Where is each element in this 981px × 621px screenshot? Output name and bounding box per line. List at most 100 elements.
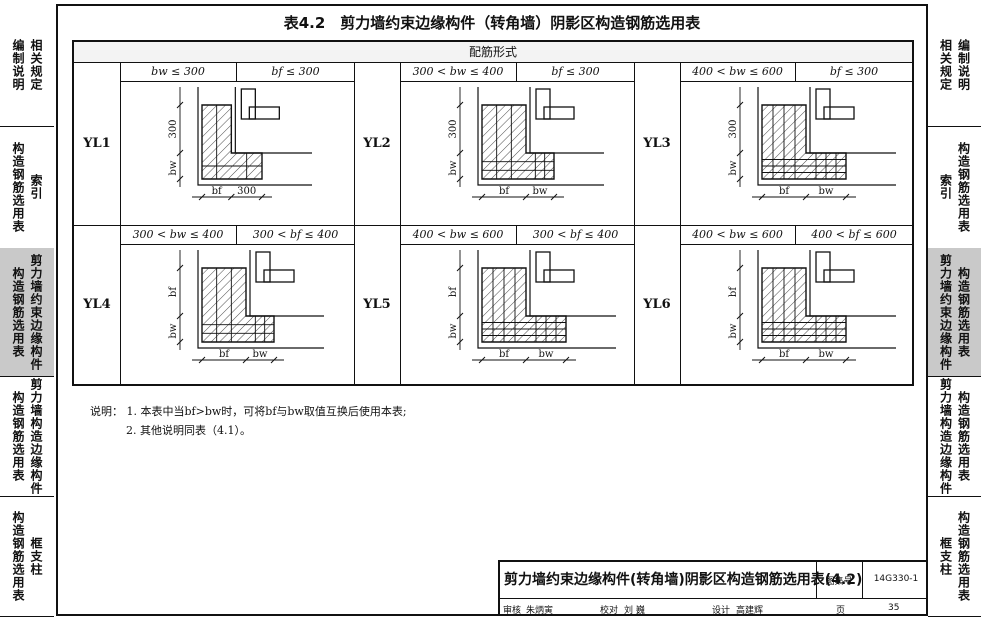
- dimension-tick: [456, 338, 464, 346]
- tie-detail: [823, 269, 855, 283]
- bw-condition: 400 < bw ≤ 600: [400, 225, 517, 245]
- dimension-tick: [176, 264, 184, 272]
- dimension-tick: [176, 338, 184, 346]
- bf-condition: bf ≤ 300: [517, 62, 634, 82]
- right-nav-tab-text: 剪力墙约束边缘构件: [938, 253, 953, 371]
- table-divider: [74, 225, 912, 226]
- left-nav-tab-text: 编制说明: [11, 39, 25, 91]
- dimension-label: bw: [819, 349, 834, 360]
- reviewer-name: 朱炳寅: [526, 606, 554, 616]
- table-divider: [120, 62, 121, 384]
- right-nav-tab-text: 构造钢筋选用表: [956, 141, 971, 233]
- left-nav-tab-5[interactable]: 构造钢筋选用表框支柱: [0, 496, 54, 617]
- dimension-tick: [736, 312, 744, 320]
- dimension-tick: [176, 175, 184, 183]
- tie-detail: [815, 251, 831, 283]
- tie-detail: [240, 88, 256, 120]
- left-nav-tab-3[interactable]: 构造钢筋选用表剪力墙约束边缘构件: [0, 248, 54, 377]
- tie-detail: [543, 269, 575, 283]
- left-nav: 编制说明相关规定构造钢筋选用表索引构造钢筋选用表剪力墙约束边缘构件构造钢筋选用表…: [0, 4, 54, 617]
- dimension-tick: [258, 193, 266, 201]
- right-nav-tab-text: 框支柱: [938, 536, 953, 576]
- dimension-label: bf: [212, 186, 223, 197]
- tie-detail: [535, 88, 551, 120]
- left-nav-tab-4[interactable]: 构造钢筋选用表剪力墙构造边缘构件: [0, 376, 54, 497]
- table-divider: [354, 62, 355, 384]
- right-nav-tab-3[interactable]: 剪力墙约束边缘构件构造钢筋选用表: [928, 248, 981, 377]
- dimension-tick: [522, 356, 530, 364]
- bw-condition: bw ≤ 300: [120, 62, 237, 82]
- dimension-tick: [758, 193, 766, 201]
- profile-label: YL1: [83, 135, 111, 151]
- design-label: 设计: [712, 606, 731, 616]
- dimension-tick: [227, 193, 235, 201]
- dimension-tick: [736, 149, 744, 157]
- atlas-label: 图集号: [825, 577, 853, 587]
- dimension-tick: [736, 101, 744, 109]
- left-nav-tab-text: 相关规定: [29, 39, 43, 91]
- dimension-label: bw: [533, 186, 548, 197]
- dimension-label: bf: [219, 349, 230, 360]
- right-nav-tab-5[interactable]: 框支柱构造钢筋选用表: [928, 496, 981, 617]
- bf-condition: 300 < bf ≤ 400: [517, 225, 634, 245]
- bf-condition: bf ≤ 300: [796, 62, 912, 82]
- left-nav-tab-text: 构造钢筋选用表: [11, 390, 25, 482]
- profile-label: YL4: [83, 296, 111, 312]
- shaded-region: [761, 104, 847, 180]
- left-nav-tab-text: 剪力墙约束边缘构件: [29, 253, 43, 371]
- dimension-tick: [802, 193, 810, 201]
- tie-detail: [543, 106, 575, 120]
- right-nav: 相关规定编制说明索引构造钢筋选用表剪力墙约束边缘构件构造钢筋选用表剪力墙构造边缘…: [928, 4, 981, 617]
- shaded-region: [201, 104, 263, 180]
- left-nav-tab-text: 构造钢筋选用表: [11, 266, 25, 358]
- right-nav-tab-4[interactable]: 剪力墙构造边缘构件构造钢筋选用表: [928, 376, 981, 497]
- note-1: 1. 本表中当bf>bw时，可将bf与bw取值互换后使用本表;: [126, 405, 407, 418]
- dimension-tick: [456, 312, 464, 320]
- dimension-label: bw: [168, 160, 179, 175]
- right-nav-tab-text: 构造钢筋选用表: [956, 510, 971, 602]
- dimension-tick: [242, 356, 250, 364]
- left-nav-tab-1[interactable]: 编制说明相关规定: [0, 4, 54, 127]
- dimension-tick: [456, 101, 464, 109]
- profile-label: YL6: [643, 296, 671, 312]
- right-nav-tab-1[interactable]: 相关规定编制说明: [928, 4, 981, 127]
- review-label: 审核: [503, 606, 522, 616]
- bw-condition: 300 < bw ≤ 400: [400, 62, 517, 82]
- tie-detail: [535, 251, 551, 283]
- right-nav-tab-text: 索引: [938, 174, 953, 200]
- page-title: 表4.2 剪力墙约束边缘构件（转角墙）阴影区构造钢筋选用表: [283, 14, 701, 32]
- dimension-tick: [522, 193, 530, 201]
- dimension-label: bw: [168, 323, 179, 338]
- right-nav-tab-2[interactable]: 索引构造钢筋选用表: [928, 126, 981, 249]
- tie-detail: [248, 106, 280, 120]
- check-label: 校对: [600, 606, 619, 616]
- dimension-label: bf: [779, 349, 790, 360]
- atlas-number: 14G330-1: [873, 574, 919, 584]
- dimension-label: bw: [253, 349, 268, 360]
- right-nav-tab-text: 编制说明: [956, 39, 971, 91]
- table-divider: [634, 62, 635, 384]
- right-nav-tab-text: 相关规定: [938, 39, 953, 91]
- right-nav-tab-text: 构造钢筋选用表: [956, 266, 971, 358]
- dimension-label: bw: [448, 323, 459, 338]
- left-nav-tab-2[interactable]: 构造钢筋选用表索引: [0, 126, 54, 249]
- dimension-tick: [562, 356, 570, 364]
- shaded-region: [761, 267, 847, 343]
- dimension-tick: [478, 356, 486, 364]
- dimension-tick: [550, 193, 558, 201]
- notes-label: 说明：: [90, 405, 123, 418]
- dimension-tick: [198, 193, 206, 201]
- right-nav-tab-text: 剪力墙构造边缘构件: [938, 377, 953, 495]
- dimension-tick: [176, 101, 184, 109]
- dimension-label: bw: [728, 160, 739, 175]
- shaded-region: [481, 104, 555, 180]
- dimension-label: bw: [539, 349, 554, 360]
- dimension-tick: [736, 175, 744, 183]
- left-nav-tab-text: 框支柱: [29, 536, 43, 576]
- table-divider: [400, 62, 401, 384]
- dimension-label: bf: [499, 186, 510, 197]
